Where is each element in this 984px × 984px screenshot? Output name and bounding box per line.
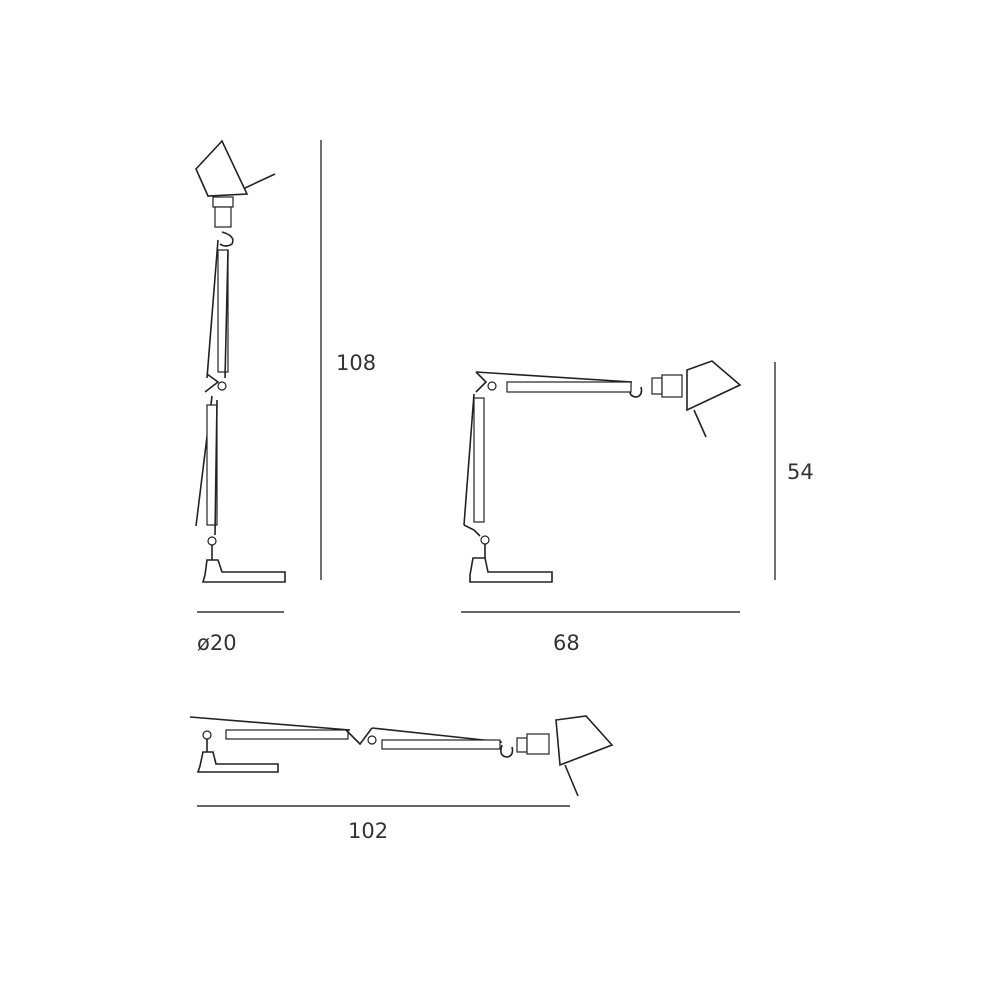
lamp-base (201, 559, 286, 583)
desk-height-label: 54 (787, 460, 814, 484)
lamp-extended-view (189, 715, 614, 797)
shade-handle (244, 173, 276, 189)
desk-reach-label: 68 (553, 631, 580, 655)
extended-reach-label: 102 (348, 819, 389, 843)
lamp-shade (195, 139, 249, 197)
lamp-desk-view (463, 360, 742, 583)
lamp-base (469, 557, 553, 583)
lamp-upright-view (195, 139, 286, 583)
shade-handle (693, 409, 707, 438)
lamp-shade (686, 360, 742, 412)
upright-height-label: 108 (336, 351, 377, 375)
base-diameter-label: ø20 (197, 631, 237, 655)
shade-handle (564, 764, 579, 797)
lamp-shade (555, 715, 614, 767)
lamp-base (196, 751, 279, 773)
